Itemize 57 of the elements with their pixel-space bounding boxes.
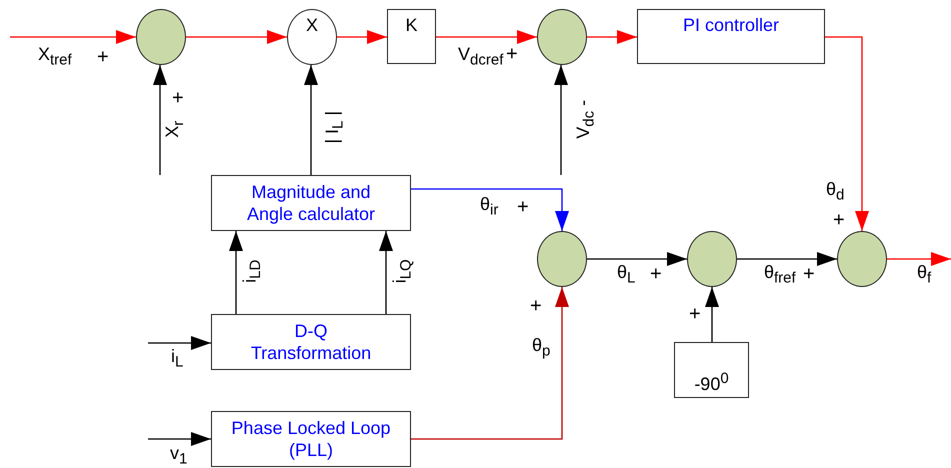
sign-label: + (506, 44, 518, 64)
edge-label: V$_{dcref}$ (458, 45, 504, 68)
sign-label: + (803, 264, 815, 284)
arrow (148, 336, 211, 350)
edge-label: θ$_{f}$ (917, 263, 932, 286)
edge-label: i$_{L}$ (171, 347, 184, 370)
arrow (587, 30, 637, 44)
arrow (379, 231, 393, 314)
node-label: Magnitude and Angle calculator (246, 180, 376, 226)
summing-junction (537, 9, 587, 65)
multiplier-circle (287, 9, 337, 65)
node-label: X (306, 14, 318, 36)
edge-label: θ$_{ir}$ (480, 195, 498, 218)
process-box (211, 175, 411, 231)
sign-label: + (517, 197, 529, 217)
edge-label: θ$_{L}$ (617, 263, 636, 286)
arrow (737, 252, 837, 266)
node-label: PI controller (682, 14, 780, 36)
process-box (211, 314, 411, 370)
edge-label: θ$_{p}$ (532, 336, 550, 359)
arrow (153, 64, 167, 175)
arrow (229, 231, 243, 314)
summing-junction (537, 231, 587, 287)
summing-junction (837, 231, 887, 287)
arrow (411, 287, 569, 440)
sign-label: + (689, 304, 701, 324)
sign-label: + (650, 264, 662, 284)
arrow (337, 30, 387, 44)
arrow (304, 64, 318, 175)
sign-label: + (97, 47, 109, 67)
arrow (554, 64, 568, 175)
gain-block (674, 342, 749, 398)
arrow (186, 30, 287, 44)
summing-junction (687, 231, 737, 287)
process-box (211, 411, 411, 467)
node-label: Phase Locked Loop (PLL) (230, 416, 392, 462)
edge-label: v$_{1}$ (170, 444, 188, 467)
edge-label: θ$_{d}$ (826, 180, 844, 203)
arrow (10, 30, 136, 44)
arrow (825, 36, 869, 231)
node-label: D-Q Transformation (250, 320, 372, 364)
arrow (587, 252, 687, 266)
edge-label: X$_{tref}$ (38, 45, 72, 68)
arrow (887, 252, 951, 266)
edge-label: θ$_{fref}$ (764, 263, 796, 286)
sign-label: + (172, 88, 184, 108)
node-label: K (405, 14, 418, 36)
sign-label: + (530, 296, 542, 316)
process-box (637, 9, 825, 64)
summing-junction (136, 9, 186, 65)
arrow (411, 188, 569, 231)
arrow (436, 30, 537, 44)
arrow (705, 287, 719, 342)
gain-block (387, 9, 436, 64)
sign-label: + (833, 210, 845, 230)
arrow (148, 432, 211, 446)
node-label: -90$^{0}$ (694, 370, 729, 395)
